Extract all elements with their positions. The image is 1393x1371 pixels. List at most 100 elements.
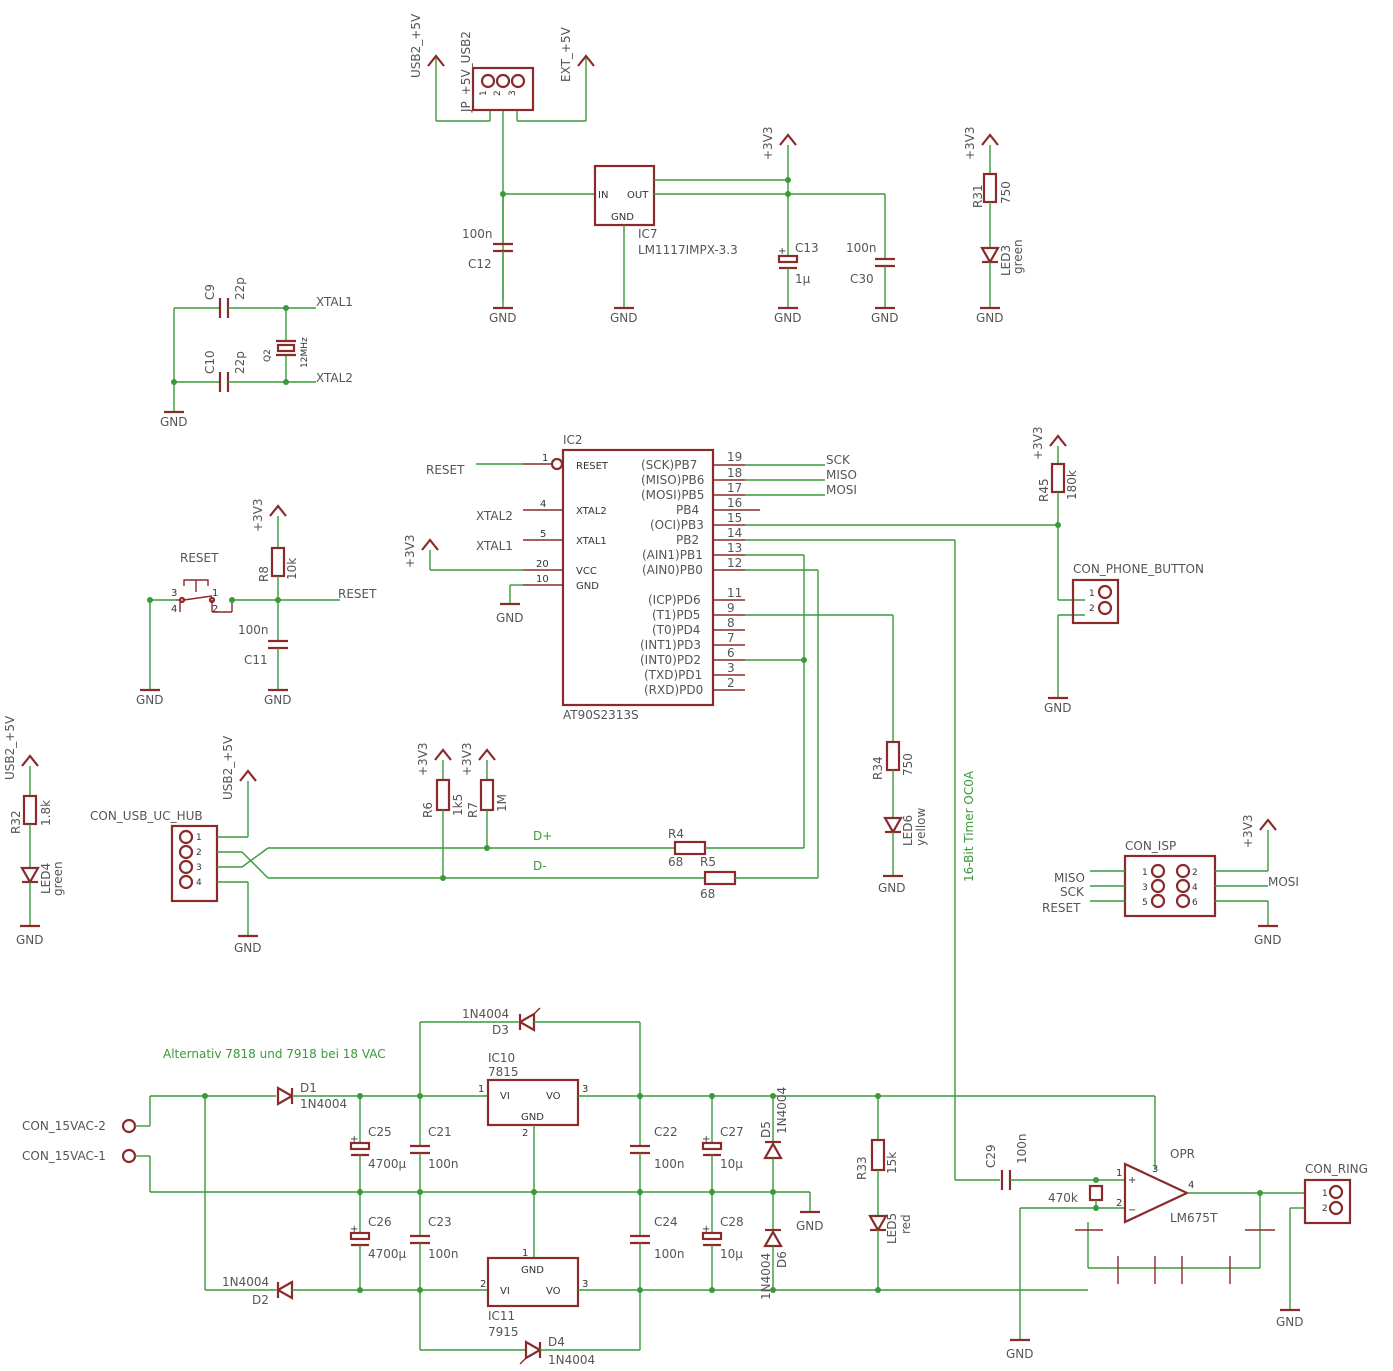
label-7815: 7815 — [488, 1065, 519, 1079]
opamp-section: C29 100n 470k GND + − 1 2 3 4 OPR LM675T… — [955, 1096, 1368, 1361]
svg-text:(AIN1)PB1: (AIN1)PB1 — [642, 548, 703, 562]
svg-text:11: 11 — [727, 586, 742, 600]
label-c23-value: 100n — [428, 1247, 459, 1261]
svg-text:3: 3 — [508, 90, 518, 96]
svg-text:+: + — [702, 1224, 710, 1235]
label-timer-oc0a: 16-Bit Timer OC0A — [962, 770, 976, 882]
label-c10-value: 22p — [233, 351, 247, 374]
svg-text:(INT1)PD3: (INT1)PD3 — [640, 638, 701, 652]
label-d4: D4 — [548, 1335, 565, 1349]
label-ext-5v: EXT_+5V — [559, 26, 573, 82]
svg-text:4: 4 — [1192, 883, 1198, 893]
label-r7: R7 — [466, 802, 480, 818]
label-c29-value: 100n — [1015, 1133, 1029, 1164]
label-d3-type: 1N4004 — [462, 1007, 509, 1021]
label-c29: C29 — [984, 1144, 998, 1168]
label-7915: 7915 — [488, 1325, 519, 1339]
svg-text:3: 3 — [727, 661, 735, 675]
svg-text:VO: VO — [546, 1091, 561, 1102]
label-usb2-5v-led4: USB2_+5V — [3, 715, 17, 780]
label-usb2-5v-hub: USB2_+5V — [221, 735, 235, 800]
svg-text:2: 2 — [1322, 1204, 1328, 1214]
svg-text:2: 2 — [196, 848, 202, 858]
svg-text:4: 4 — [1188, 1180, 1194, 1191]
label-r33-value: 15k — [885, 1152, 899, 1174]
label-3v3-r7: +3V3 — [460, 742, 474, 776]
label-lm1117: LM1117IMPX-3.3 — [638, 243, 738, 257]
label-c13: C13 — [795, 241, 819, 255]
svg-text:1: 1 — [479, 90, 489, 96]
svg-text:3: 3 — [1142, 883, 1148, 893]
label-c11: C11 — [244, 653, 268, 667]
gnd-c30: GND — [871, 311, 899, 325]
label-usb2-5v: USB2_+5V — [409, 13, 423, 78]
gnd-ring: GND — [1276, 1315, 1304, 1329]
ic2-mcu: IC2 AT90S2313S RESET 1 RESET 4 XTAL2 XTA… — [403, 433, 1058, 1180]
svg-text:2: 2 — [480, 1279, 486, 1290]
label-con-ring: CON_RING — [1305, 1162, 1368, 1176]
svg-text:(ICP)PD6: (ICP)PD6 — [648, 593, 701, 607]
label-isp-sck: SCK — [1060, 885, 1085, 899]
svg-text:2: 2 — [1192, 868, 1198, 878]
label-r34: R34 — [871, 756, 885, 780]
label-ic2: IC2 — [563, 433, 583, 447]
gnd-isp: GND — [1254, 933, 1282, 947]
label-c23: C23 — [428, 1215, 452, 1229]
label-reset-switch: RESET — [180, 551, 219, 565]
label-c26: C26 — [368, 1215, 392, 1229]
label-c9: C9 — [203, 284, 217, 300]
label-3v3-r45: +3V3 — [1031, 426, 1045, 460]
gnd-power: GND — [796, 1219, 824, 1233]
label-c26-value: 4700µ — [368, 1247, 407, 1261]
label-c28-value: 10µ — [720, 1247, 743, 1261]
label-xtal2-ic2: XTAL2 — [476, 509, 513, 523]
svg-text:18: 18 — [727, 466, 742, 480]
svg-text:GND: GND — [576, 581, 599, 592]
svg-text:1: 1 — [1142, 868, 1148, 878]
svg-text:(INT0)PD2: (INT0)PD2 — [640, 653, 701, 667]
svg-text:−: − — [1128, 1205, 1136, 1216]
svg-text:OUT: OUT — [627, 190, 649, 201]
label-d5-type: 1N4004 — [775, 1087, 789, 1134]
label-xtal1-ic2: XTAL1 — [476, 539, 513, 553]
label-reset-net: RESET — [338, 587, 377, 601]
label-3v3-isp: +3V3 — [1241, 814, 1255, 848]
gnd-led4: GND — [16, 933, 44, 947]
label-c21: C21 — [428, 1125, 452, 1139]
svg-text:(T0)PD4: (T0)PD4 — [652, 623, 700, 637]
label-r4: R4 — [668, 827, 684, 841]
usb-hub-section: CON_USB_UC_HUB 1 2 3 4 USB2_+5V GND D+ D… — [90, 735, 818, 955]
label-con-usb-uc-hub: CON_USB_UC_HUB — [90, 809, 203, 823]
label-led3-color: green — [1011, 239, 1025, 274]
label-c12: C12 — [468, 257, 492, 271]
svg-text:13: 13 — [727, 541, 742, 555]
label-d1: D1 — [300, 1081, 317, 1095]
label-led3: LED3 — [999, 245, 1013, 276]
gnd-crystal: GND — [160, 415, 188, 429]
label-c25-value: 4700µ — [368, 1157, 407, 1171]
label-c24-value: 100n — [654, 1247, 685, 1261]
label-led6-color: yellow — [914, 808, 928, 846]
svg-text:+: + — [702, 1134, 710, 1145]
svg-text:VI: VI — [500, 1091, 510, 1102]
label-c12-value: 100n — [462, 227, 493, 241]
svg-text:1: 1 — [1322, 1189, 1328, 1199]
label-r33: R33 — [855, 1156, 869, 1180]
svg-text:1: 1 — [478, 1084, 484, 1095]
svg-text:3: 3 — [582, 1084, 588, 1095]
label-c25: C25 — [368, 1125, 392, 1139]
svg-text:+: + — [1128, 1175, 1136, 1186]
svg-text:9: 9 — [727, 601, 735, 615]
label-r7-value: 1M — [495, 794, 509, 812]
gnd-reset-switch: GND — [136, 693, 164, 707]
svg-text:2: 2 — [493, 90, 503, 96]
label-470k: 470k — [1048, 1191, 1078, 1205]
label-c13-value: 1µ — [795, 272, 811, 286]
gnd-c12: GND — [489, 311, 517, 325]
label-c28: C28 — [720, 1215, 744, 1229]
label-dminus: D- — [533, 859, 547, 873]
label-ic10: IC10 — [488, 1051, 515, 1065]
svg-text:+: + — [350, 1134, 358, 1145]
svg-text:5: 5 — [540, 529, 546, 540]
label-sck-net: SCK — [826, 453, 851, 467]
